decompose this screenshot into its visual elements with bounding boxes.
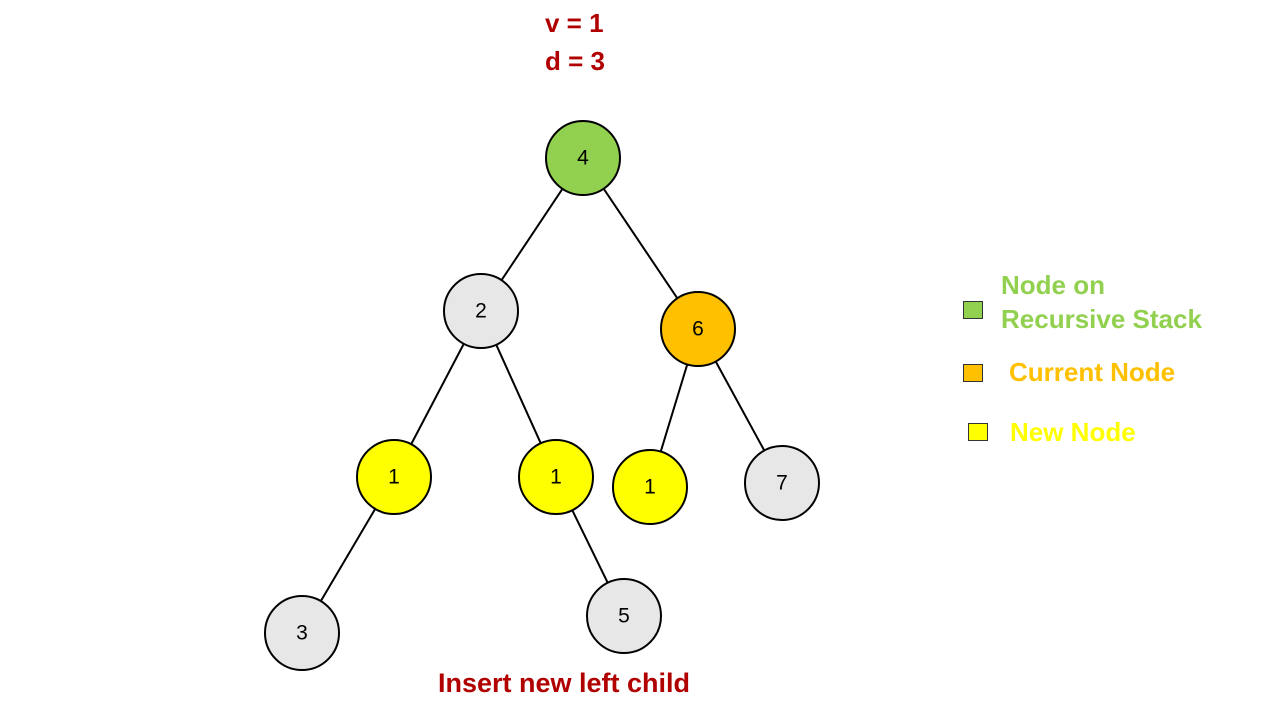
node-circle [545,120,621,196]
tree-node-n6: 6 [660,291,736,367]
node-circle [356,439,432,515]
node-label: 1 [550,466,562,489]
tree-node-n5: 5 [586,578,662,654]
legend-swatch-new [968,423,988,441]
legend-item-new: New Node [968,415,1230,449]
node-label: 4 [577,147,589,170]
legend-swatch-stack [963,301,983,319]
node-circle [612,449,688,525]
node-circle [744,445,820,521]
tree-node-n2: 2 [443,273,519,349]
legend-swatch-current [963,364,983,382]
edge-n1b-n5 [571,509,609,584]
tree-node-n1b: 1 [518,439,594,515]
node-label: 1 [644,476,656,499]
legend-item-current: Current Node [963,355,1229,389]
tree-node-n1a: 1 [356,439,432,515]
node-circle [586,578,662,654]
legend-item-stack: Node on Recursive Stack [963,268,1221,336]
edge-n1a-n3 [319,508,377,602]
diagram-caption: Insert new left child [438,668,691,698]
node-circle [518,439,594,515]
legend-label-new: New Node [1010,417,1136,447]
edge-n4-n2 [500,188,564,281]
tree-node-n1c: 1 [612,449,688,525]
edge-n6-n7 [714,361,766,451]
edge-n6-n1c [659,364,689,452]
node-circle [264,595,340,671]
tree-node-n7: 7 [744,445,820,521]
node-label: 2 [475,300,487,323]
edge-n4-n6 [602,188,679,299]
param-d: d = 3 [545,46,605,76]
node-label: 3 [296,622,308,645]
node-label: 1 [388,466,400,489]
node-circle [660,291,736,367]
node-label: 7 [776,472,788,495]
tree-edges [319,188,766,602]
tree-node-n3: 3 [264,595,340,671]
node-label: 6 [692,318,704,341]
node-circle [443,273,519,349]
edge-n2-n1b [495,344,542,444]
legend-label-stack: Node on Recursive Stack [1001,270,1202,334]
node-label: 5 [618,605,630,628]
legend-label-current: Current Node [1009,357,1176,387]
tree-node-n4: 4 [545,120,621,196]
param-v: v = 1 [545,8,604,38]
edge-n2-n1a [410,343,465,445]
